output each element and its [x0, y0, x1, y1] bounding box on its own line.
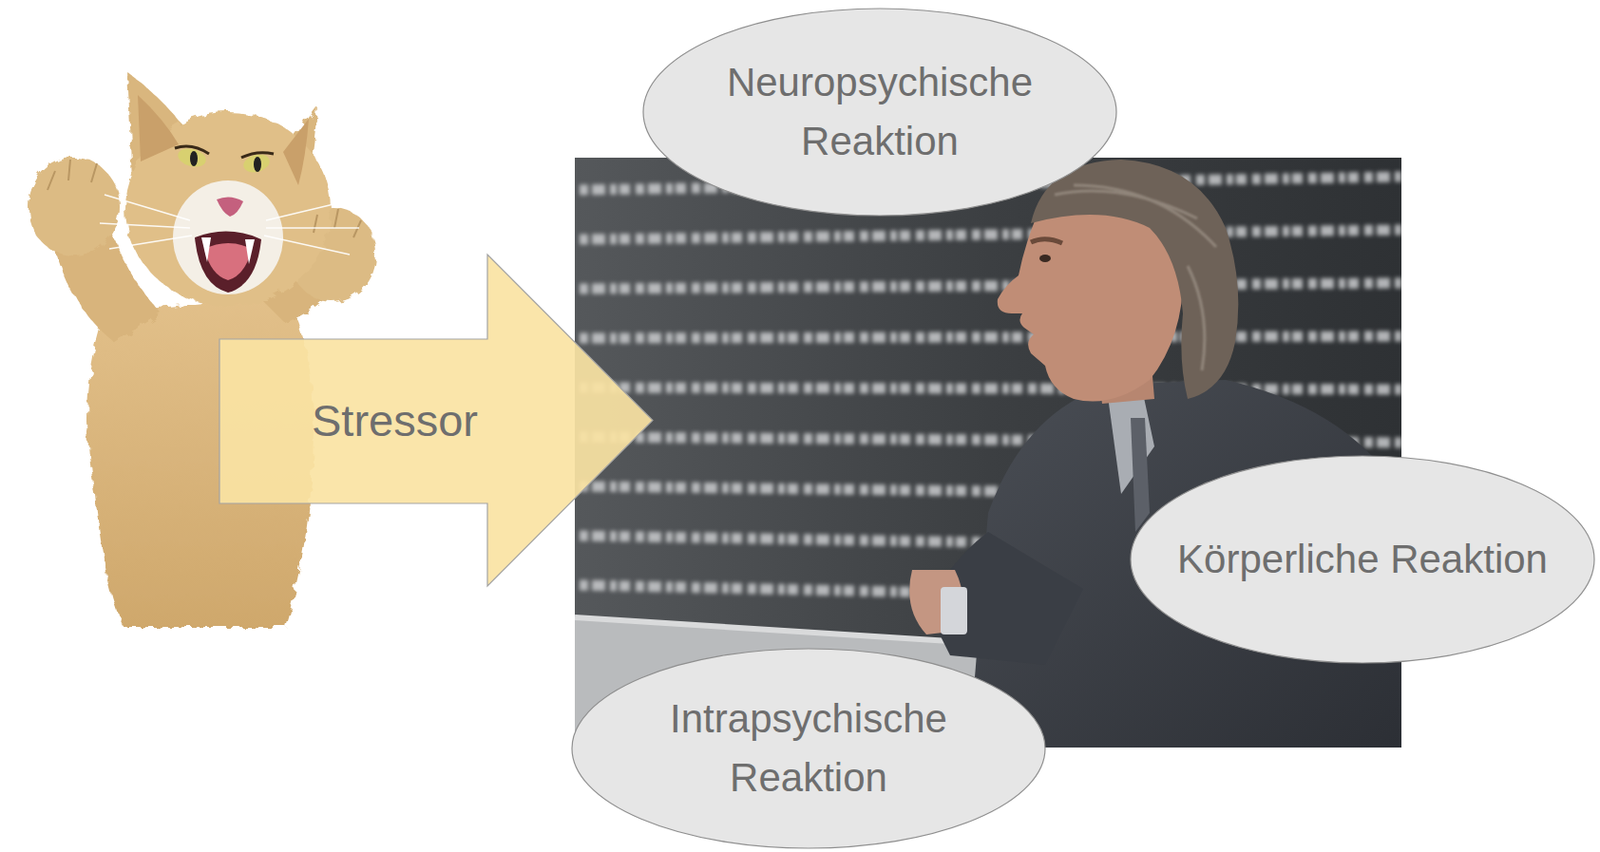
stressor-arrow: Stressor [219, 254, 653, 587]
reaction-ellipse: Neuropsychische Reaktion [642, 7, 1118, 217]
reaction-ellipse: Intrapsychische Reaktion [571, 647, 1047, 850]
ellipse-shape [571, 647, 1047, 850]
reaction-label: Neuropsychische Reaktion [689, 53, 1070, 171]
reaction-label: Körperliche Reaktion [1177, 530, 1548, 590]
photo [574, 157, 1402, 748]
reaction-ellipse: Körperliche Reaktion [1129, 455, 1596, 665]
ellipse-shape [642, 7, 1118, 217]
arrow-polygon [219, 254, 653, 587]
ellipse-outline [571, 648, 1046, 849]
ellipse-outline [1130, 456, 1595, 664]
reaction-label: Intrapsychische Reaktion [618, 689, 999, 807]
ellipse-outline [643, 8, 1117, 216]
stressor-label: Stressor [311, 387, 478, 454]
